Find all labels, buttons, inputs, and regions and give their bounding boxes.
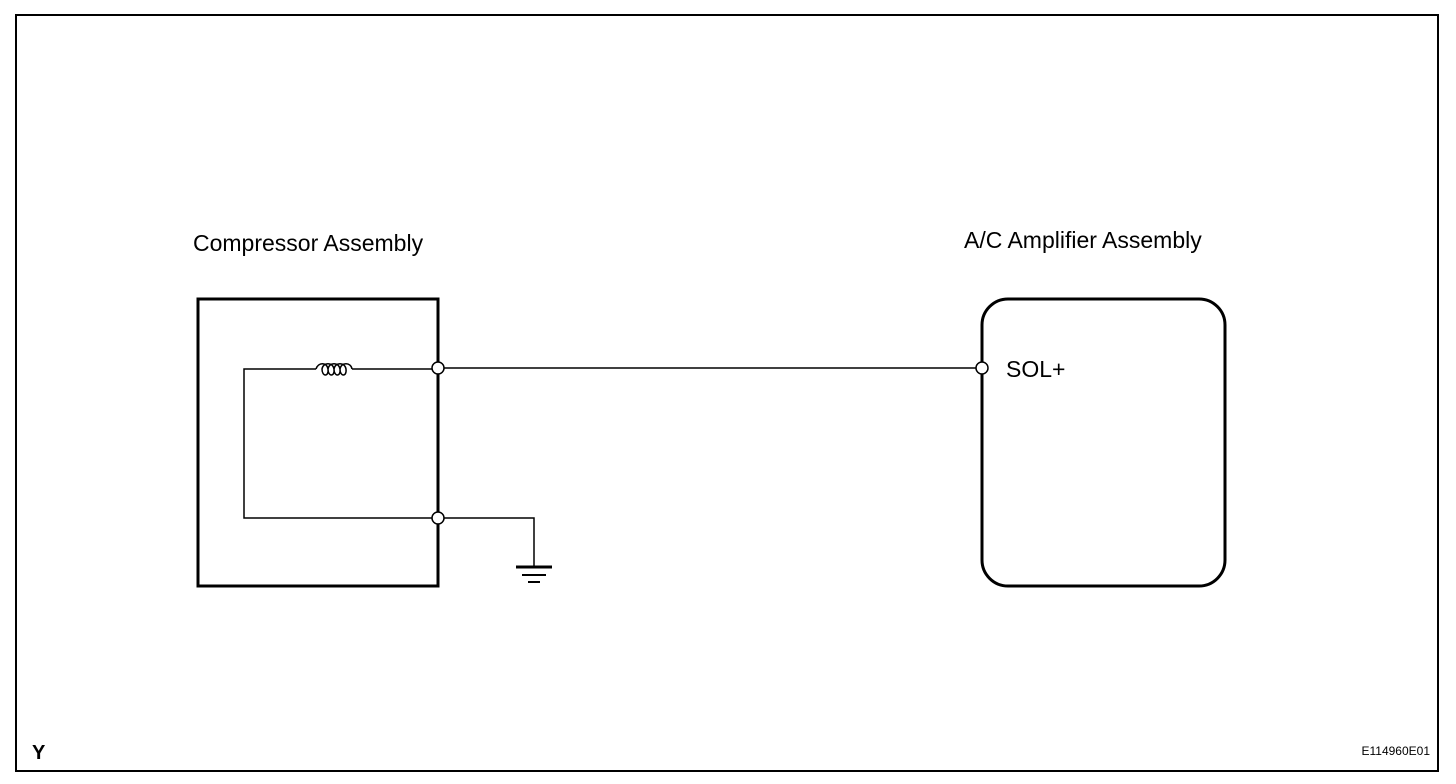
amplifier-terminal-sol: [975, 361, 989, 375]
ground-wire: [444, 517, 535, 567]
compressor-assembly-box: [196, 297, 440, 588]
sol-terminal-label: SOL+: [1006, 356, 1065, 382]
amplifier-assembly-label: A/C Amplifier Assembly: [964, 227, 1202, 253]
compressor-terminal-lower: [431, 511, 445, 525]
ground-icon: [516, 565, 552, 583]
figure-code: E114960E01: [1361, 744, 1430, 758]
diagram-frame: [15, 14, 1439, 772]
compressor-assembly-label: Compressor Assembly: [193, 230, 424, 256]
compressor-terminal-upper: [431, 361, 445, 375]
compressor-internal-wire: [243, 368, 432, 519]
solenoid-coil-icon: [315, 363, 353, 376]
amplifier-assembly-box: [980, 297, 1227, 588]
corner-letter: Y: [32, 742, 46, 764]
